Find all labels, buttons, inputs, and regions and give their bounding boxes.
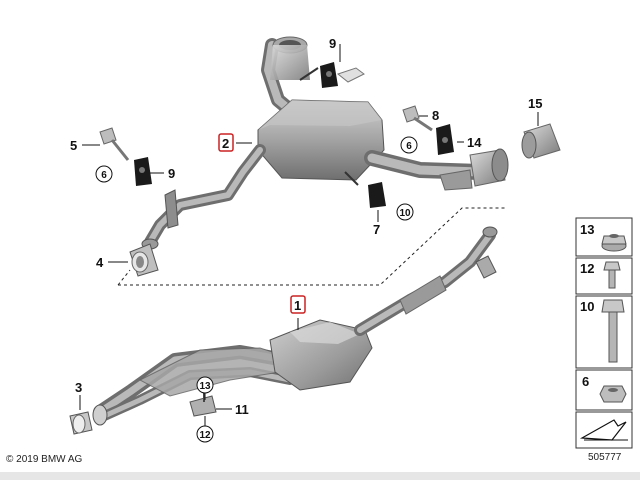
bottom-bar bbox=[0, 472, 640, 480]
diagram-number: 505777 bbox=[588, 452, 622, 463]
callout-6-right-circle bbox=[400, 136, 418, 154]
callout-8: 8 bbox=[432, 108, 439, 123]
callout-5: 5 bbox=[70, 138, 77, 153]
callout-10: 10 bbox=[399, 208, 411, 219]
callout-6-right: 6 bbox=[406, 141, 412, 152]
diagonal-arrow-icon bbox=[579, 419, 628, 441]
rubber-hanger-right bbox=[436, 124, 454, 155]
callout-9-left: 9 bbox=[168, 166, 175, 181]
callout-6-left-circle bbox=[95, 165, 113, 183]
nut-hex-icon bbox=[599, 385, 627, 403]
callout-2-highlight bbox=[218, 133, 234, 152]
clamp-sleeve bbox=[129, 243, 159, 277]
rear-muffler-assembly bbox=[141, 36, 509, 250]
assembly-boundary-dashed bbox=[118, 207, 505, 286]
hanger-stud-right bbox=[402, 105, 433, 132]
rubber-hanger-upper bbox=[320, 62, 338, 88]
fastener-legend: 13 12 10 6 bbox=[575, 217, 633, 449]
callout-14: 14 bbox=[467, 135, 482, 150]
rubber-hanger-middle bbox=[368, 182, 386, 208]
hanger-stud-left bbox=[99, 127, 130, 161]
callout-12: 12 bbox=[199, 430, 211, 441]
callout-3: 3 bbox=[75, 380, 82, 395]
hanger-bracket-upper bbox=[336, 67, 365, 83]
callout-4: 4 bbox=[96, 255, 104, 270]
bolt-long-icon bbox=[601, 299, 625, 363]
callout-10-circle bbox=[396, 203, 414, 221]
legend-number-13: 13 bbox=[580, 222, 594, 237]
legend-number-12: 12 bbox=[580, 261, 594, 276]
bolt-short-icon bbox=[603, 261, 621, 289]
leader-lines bbox=[79, 44, 539, 410]
callout-1-highlight bbox=[290, 295, 306, 314]
callout-7: 7 bbox=[373, 222, 380, 237]
legend-number-6: 6 bbox=[582, 374, 589, 389]
callout-15: 15 bbox=[528, 96, 542, 111]
rubber-hanger-left bbox=[134, 157, 152, 186]
callout-1: 1 bbox=[294, 298, 301, 313]
callout-9-upper: 9 bbox=[329, 36, 336, 51]
legend-number-10: 10 bbox=[580, 299, 594, 314]
pipe-clamp bbox=[69, 411, 93, 435]
assembly-boundary-dashed-left bbox=[117, 269, 131, 286]
front-pipe-catalyst bbox=[92, 226, 498, 426]
copyright-text: © 2019 BMW AG bbox=[6, 454, 83, 465]
callout-13: 13 bbox=[199, 381, 211, 392]
callout-6-left: 6 bbox=[101, 170, 107, 181]
nut-flange-icon bbox=[601, 234, 627, 252]
callout-11: 11 bbox=[235, 402, 249, 417]
exhaust-tip-sleeve bbox=[521, 123, 561, 159]
legend-cell-12 bbox=[575, 257, 633, 295]
callout-2: 2 bbox=[222, 136, 229, 151]
support-bracket bbox=[189, 392, 217, 417]
